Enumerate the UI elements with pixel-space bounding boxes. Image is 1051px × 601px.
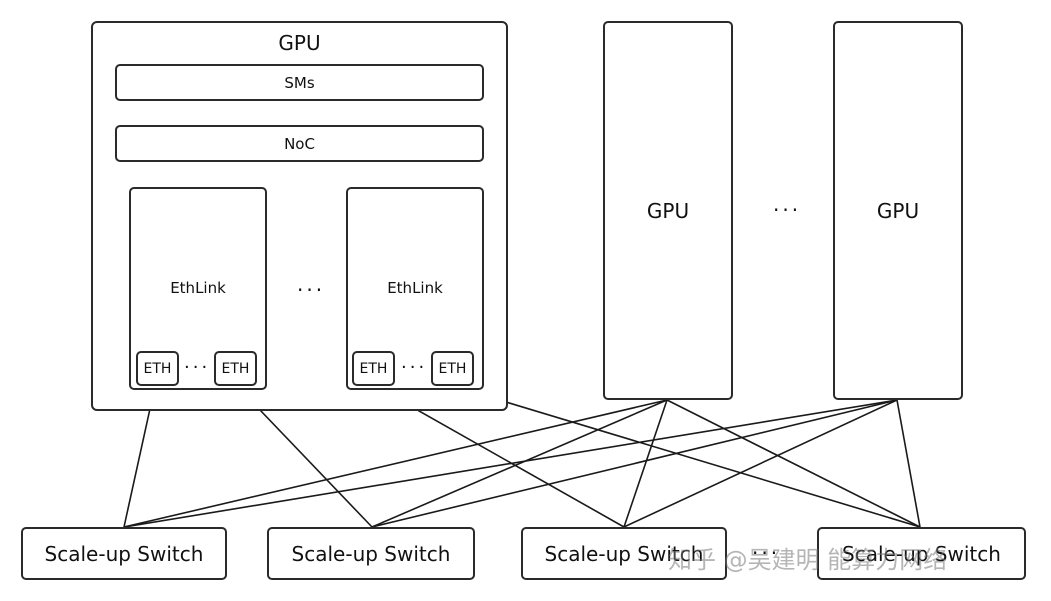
gpu-box-2: GPU xyxy=(603,21,733,400)
gpu2-to-switch4 xyxy=(666,399,921,528)
sms-label: SMs xyxy=(284,73,315,92)
gpu2-to-switch2 xyxy=(371,399,668,528)
watermark: 知乎 @吴建明 能算力网络 xyxy=(668,546,948,574)
eth-port-label: ETH xyxy=(143,360,172,377)
gpu3-to-switch2 xyxy=(371,399,898,528)
eth-port-label: ETH xyxy=(359,360,388,377)
gpu3-to-switch4 xyxy=(896,399,921,528)
gpu-box-3: GPU xyxy=(833,21,963,400)
eth4-to-switch4 xyxy=(452,385,921,528)
sms-block: SMs xyxy=(115,64,484,101)
eth-port: ETH xyxy=(431,351,474,386)
gpu-label: GPU xyxy=(876,198,920,223)
gpu-ellipsis: ··· xyxy=(773,198,802,222)
noc-label: NoC xyxy=(284,134,315,153)
eth-port: ETH xyxy=(352,351,395,386)
switch-ellipsis: ··· xyxy=(752,541,781,565)
gpu2-to-switch3 xyxy=(623,399,668,528)
gpu-label: GPU xyxy=(646,198,690,223)
gpu3-to-switch3 xyxy=(623,399,898,528)
ethlink-label: EthLink xyxy=(387,279,443,297)
ethlink-label: EthLink xyxy=(170,279,226,297)
eth-port-label: ETH xyxy=(221,360,250,377)
scale-up-switch-3: Scale-up Switch xyxy=(521,527,727,580)
scale-up-switch-1: Scale-up Switch xyxy=(21,527,227,580)
gpu2-to-switch1 xyxy=(123,399,668,528)
main-gpu-title: GPU xyxy=(278,31,321,55)
eth-port: ETH xyxy=(214,351,257,386)
ethlink-ellipsis: ··· xyxy=(297,278,326,302)
gpu3-to-switch1 xyxy=(123,399,898,528)
switch-label: Scale-up Switch xyxy=(291,541,451,566)
scale-up-switch-4: Scale-up Switch xyxy=(817,527,1026,580)
switch-label: Scale-up Switch xyxy=(544,541,704,566)
switch-label: Scale-up Switch xyxy=(842,541,1001,566)
eth-port: ETH xyxy=(136,351,179,386)
switch-label: Scale-up Switch xyxy=(44,541,204,566)
port-ellipsis: ··· xyxy=(184,357,211,378)
port-ellipsis: ··· xyxy=(401,357,428,378)
eth-port-label: ETH xyxy=(438,360,467,377)
scale-up-switch-2: Scale-up Switch xyxy=(267,527,475,580)
noc-block: NoC xyxy=(115,125,484,162)
